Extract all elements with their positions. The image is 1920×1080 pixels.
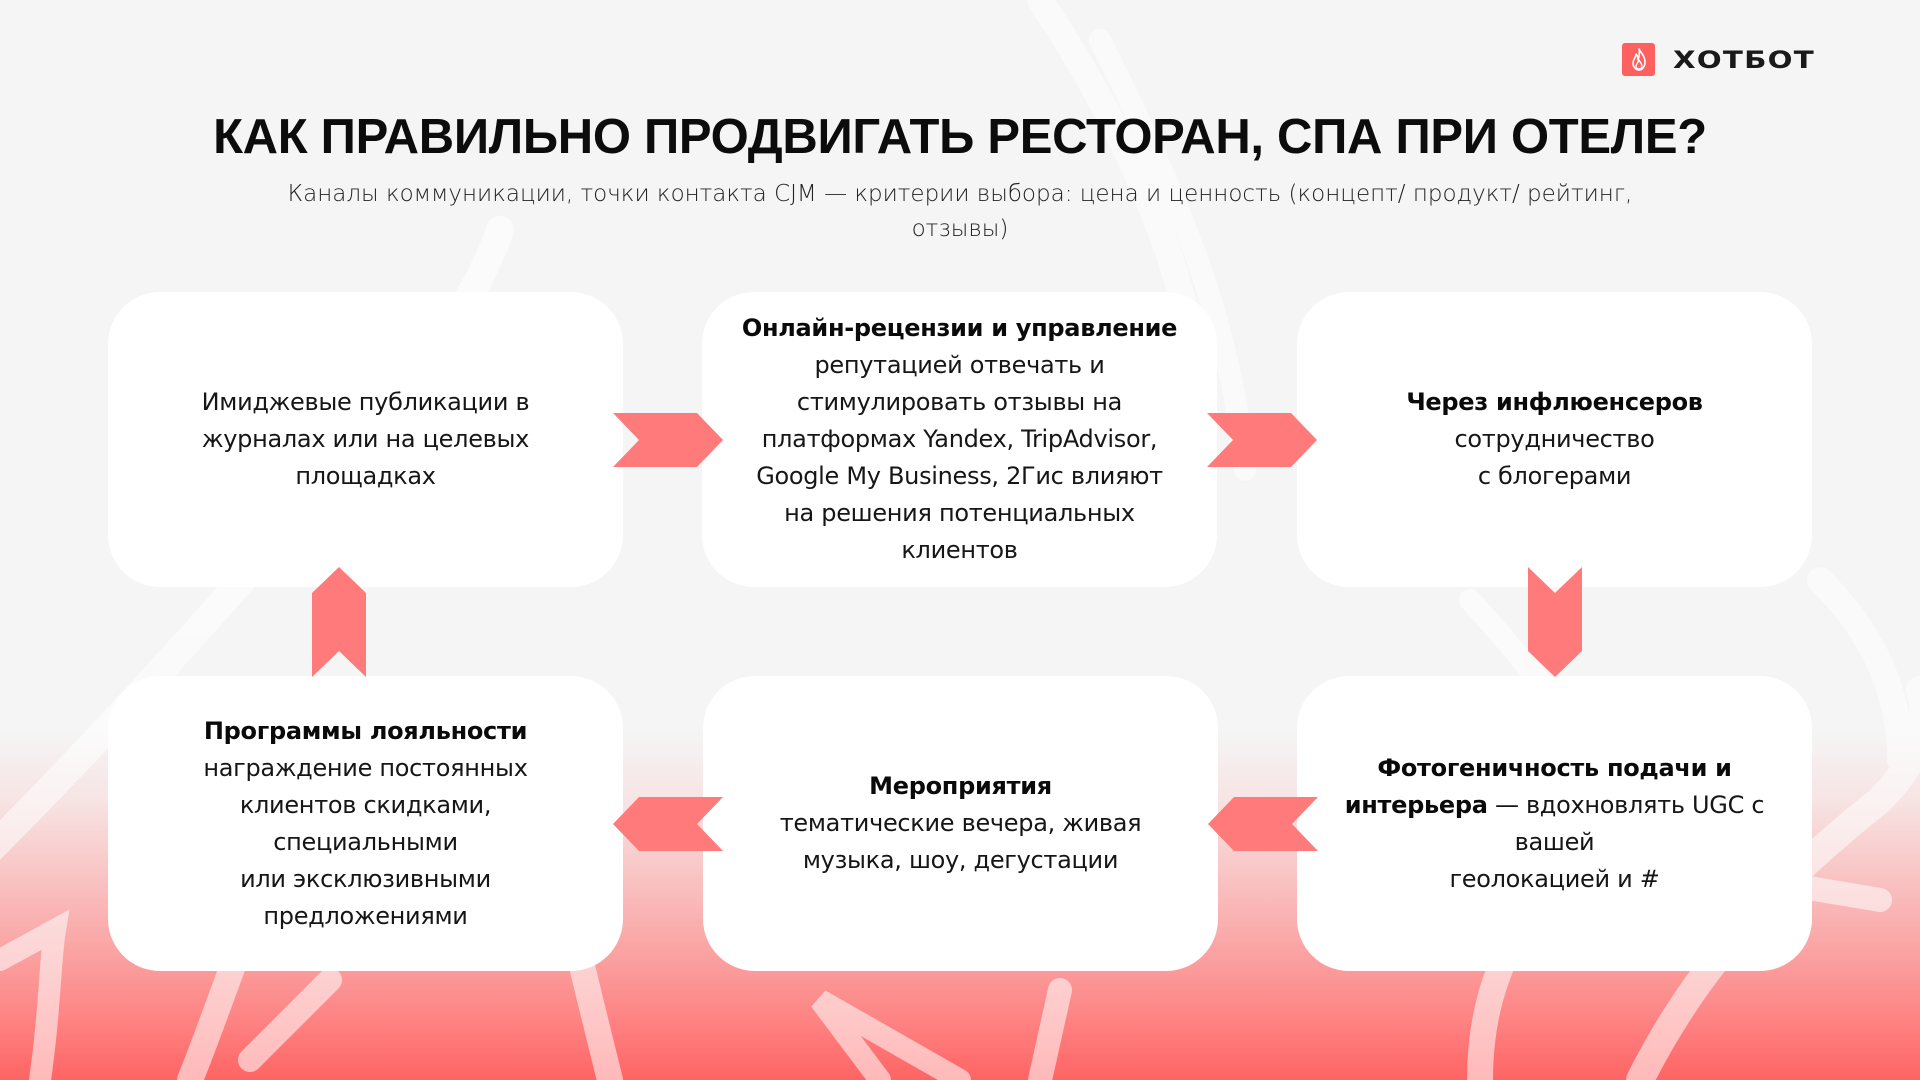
- card-line: тематические вечера, живая: [779, 809, 1142, 837]
- card-line: журналах или на целевых: [201, 425, 530, 453]
- card-heading: Фотогеничность подачи и: [1377, 753, 1732, 782]
- arrow-left-icon: [613, 797, 723, 851]
- flow-card-image-publications: Имиджевые публикации в журналах или на ц…: [108, 292, 623, 587]
- card-line: стимулировать отзывы на: [796, 388, 1123, 416]
- card-text: Мероприятия тематические вечера, живая м…: [780, 768, 1142, 879]
- page-title: КАК ПРАВИЛЬНО ПРОДВИГАТЬ РЕСТОРАН, СПА П…: [213, 110, 1707, 164]
- brand-name: ХОТБОТ: [1673, 45, 1815, 74]
- flame-icon: [1622, 43, 1655, 76]
- flow-card-photogenic: Фотогеничность подачи и интерьера — вдох…: [1297, 676, 1812, 971]
- card-line: платформах Yandex, TripAdvisor,: [761, 425, 1158, 453]
- card-line: Google My Business, 2Гис влияют: [756, 462, 1163, 490]
- card-line: Имиджевые публикации в: [201, 388, 530, 416]
- card-line: или эксклюзивными: [240, 864, 491, 893]
- arrow-down-icon: [1528, 567, 1582, 677]
- card-text: Фотогеничность подачи и интерьера — вдох…: [1345, 750, 1765, 898]
- card-line: репутацией отвечать и: [814, 351, 1105, 379]
- flow-card-loyalty-programs: Программы лояльности награждение постоян…: [108, 676, 623, 971]
- card-text: Онлайн-рецензии и управление репутацией …: [741, 310, 1178, 569]
- flow-card-events: Мероприятия тематические вечера, живая м…: [703, 676, 1218, 971]
- card-line: предложениями: [263, 901, 468, 930]
- card-line: с блогерами: [1477, 462, 1632, 490]
- arrow-right-icon: [1207, 413, 1317, 467]
- card-line: вашей: [1514, 827, 1595, 856]
- card-text: Программы лояльности награждение постоян…: [203, 713, 528, 935]
- card-heading: Через инфлюенсеров: [1406, 388, 1703, 416]
- page-subtitle: Каналы коммуникации, точки контакта CJM …: [250, 177, 1670, 247]
- card-line: клиентов: [901, 536, 1018, 564]
- card-line-mixed: интерьера — вдохновлять UGC с: [1345, 787, 1765, 824]
- card-text: Имиджевые публикации в журналах или на ц…: [202, 384, 530, 495]
- card-line-rest: — вдохновлять UGC с: [1487, 790, 1765, 819]
- arrow-left-icon: [1208, 797, 1318, 851]
- card-line: клиентов скидками,: [239, 790, 492, 819]
- arrow-right-icon: [613, 413, 723, 467]
- card-line: награждение постоянных: [203, 753, 528, 782]
- card-line: музыка, шоу, дегустации: [802, 846, 1119, 874]
- card-line: на решения потенциальных: [784, 499, 1135, 527]
- card-heading: Онлайн-рецензии и управление: [741, 314, 1178, 342]
- card-heading: Мероприятия: [869, 772, 1052, 800]
- card-heading-cont: интерьера: [1344, 790, 1488, 819]
- card-line: площадках: [295, 462, 436, 490]
- subtitle-line-1: Каналы коммуникации, точки контакта CJM …: [287, 181, 1633, 207]
- card-heading: Программы лояльности: [203, 716, 528, 745]
- card-line: сотрудничество: [1454, 425, 1655, 453]
- card-line: геолокацией и #: [1449, 864, 1660, 893]
- subtitle-line-2: отзывы): [911, 216, 1009, 242]
- flow-card-online-reviews: Онлайн-рецензии и управление репутацией …: [702, 292, 1217, 587]
- brand-logo: ХОТБОТ: [1622, 43, 1814, 76]
- flow-card-influencers: Через инфлюенсеров сотрудничество с блог…: [1297, 292, 1812, 587]
- card-text: Через инфлюенсеров сотрудничество с блог…: [1406, 384, 1703, 495]
- arrow-up-icon: [312, 567, 366, 677]
- card-line: специальными: [273, 827, 458, 856]
